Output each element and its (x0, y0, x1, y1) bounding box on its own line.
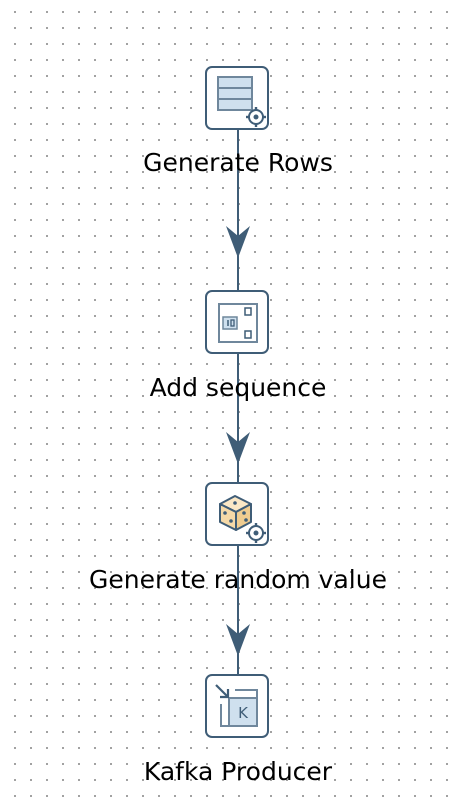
step-generate-random-value[interactable] (205, 482, 269, 546)
step-label-kafka-producer: Kafka Producer (143, 757, 333, 786)
svg-text:K: K (238, 704, 249, 722)
hop-arrowhead (226, 432, 250, 464)
generate-rows-icon (217, 76, 266, 127)
step-label-generate-rows: Generate Rows (143, 148, 333, 177)
step-kafka-producer[interactable]: K (205, 674, 269, 738)
random-dice-icon (219, 495, 266, 543)
hop-arrowhead (226, 624, 250, 656)
step-generate-rows[interactable] (205, 66, 269, 130)
step-label-generate-random-value: Generate random value (89, 565, 387, 594)
step-add-sequence[interactable] (205, 290, 269, 354)
hop-add-sequence-to-generate-random-value[interactable] (226, 354, 250, 482)
hop-generate-random-value-to-kafka-producer[interactable] (226, 546, 250, 674)
kafka-icon: K (215, 684, 258, 727)
hop-arrowhead (226, 226, 250, 258)
step-label-add-sequence: Add sequence (149, 373, 327, 402)
hop-generate-rows-to-add-sequence[interactable] (226, 130, 250, 290)
add-sequence-icon (218, 303, 258, 343)
